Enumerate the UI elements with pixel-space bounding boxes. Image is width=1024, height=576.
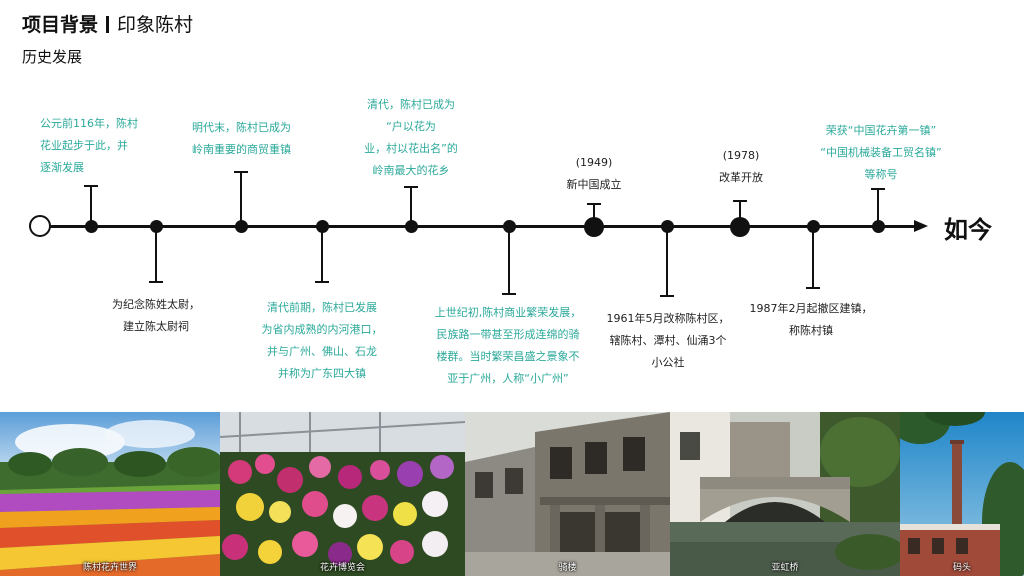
- photo-caption: 码头: [952, 563, 971, 573]
- timeline-dot-major: [584, 216, 604, 237]
- timeline-dot: [234, 220, 248, 233]
- timeline-dot: [315, 220, 329, 233]
- event-below-4: 1987年2月起撤区建镇，称陈村镇: [749, 302, 873, 337]
- timeline-tick-down: [660, 227, 674, 297]
- event-above-2: 清代，陈村已成为“户以花为业，村以花出名”的岭南最大的花乡: [364, 98, 458, 177]
- photo-arcade: 骑楼: [465, 412, 670, 576]
- event-above-1: 明代末，陈村已成为岭南重要的商贸重镇: [192, 121, 291, 156]
- timeline-tick-up: [587, 203, 601, 226]
- timeline-tick-up: [404, 186, 418, 226]
- event-above-4: (1978)改革开放: [719, 149, 763, 184]
- timeline-dot-major: [730, 216, 750, 237]
- timeline-start-node: [29, 215, 51, 237]
- event-below-3: 1961年5月改称陈村区，辖陈村、潭村、仙涌3个小公社: [606, 312, 730, 369]
- timeline-dot: [502, 220, 516, 233]
- timeline-tick-up: [84, 185, 98, 226]
- timeline-tick-down: [502, 227, 516, 295]
- photo-caption: 亚虹桥: [771, 563, 799, 573]
- event-above-5: 荣获“中国花卉第一镇”“中国机械装备工贸名镇”等称号: [820, 124, 942, 181]
- photo-caption: 花卉博览会: [319, 563, 365, 573]
- page-title: 项目背景印象陈村: [22, 10, 193, 37]
- photo-strip: 陈村花卉世界 花卉博览会: [0, 412, 1024, 576]
- event-below-1: 清代前期，陈村已发展为省内成熟的内河港口，并与广州、佛山、石龙并称为广东四大镇: [261, 301, 383, 380]
- photo-pier: 码头: [900, 412, 1024, 576]
- timeline-tick-down: [149, 227, 163, 283]
- event-above-0: 公元前116年，陈村花业起步于此，并逐渐发展: [40, 117, 138, 174]
- timeline-arrow-icon: [914, 220, 928, 232]
- timeline-dot: [84, 220, 98, 233]
- timeline-tick-up: [234, 171, 248, 226]
- timeline-dot: [149, 220, 163, 233]
- timeline-dot: [660, 220, 674, 233]
- timeline-tick-down: [315, 227, 329, 283]
- timeline-tick-down: [806, 227, 820, 289]
- photo-bridge: 亚虹桥: [670, 412, 900, 576]
- timeline-tick-up: [871, 188, 885, 226]
- page-subtitle: 历史发展: [22, 48, 83, 66]
- timeline-end-label: 如今: [944, 216, 992, 244]
- event-below-2: 上世纪初,陈村商业繁荣发展，民族路一带甚至形成连绵的骑楼群。当时繁荣昌盛之景象不…: [434, 306, 582, 385]
- photo-caption: 骑楼: [558, 563, 577, 573]
- timeline-dot: [871, 220, 885, 233]
- title-divider: [106, 16, 110, 33]
- timeline-tick-up: [733, 200, 747, 226]
- event-above-3: (1949)新中国成立: [566, 156, 622, 191]
- photo-caption: 陈村花卉世界: [82, 563, 137, 573]
- photo-flower-expo: 花卉博览会: [220, 412, 465, 576]
- title-section: 项目背景: [22, 14, 99, 36]
- timeline-dot: [806, 220, 820, 233]
- timeline-axis: [50, 225, 918, 228]
- title-topic: 印象陈村: [117, 14, 194, 36]
- photo-flower-world: 陈村花卉世界: [0, 412, 220, 576]
- timeline-dot: [404, 220, 418, 233]
- event-below-0: 为纪念陈姓太尉，建立陈太尉祠: [112, 298, 200, 333]
